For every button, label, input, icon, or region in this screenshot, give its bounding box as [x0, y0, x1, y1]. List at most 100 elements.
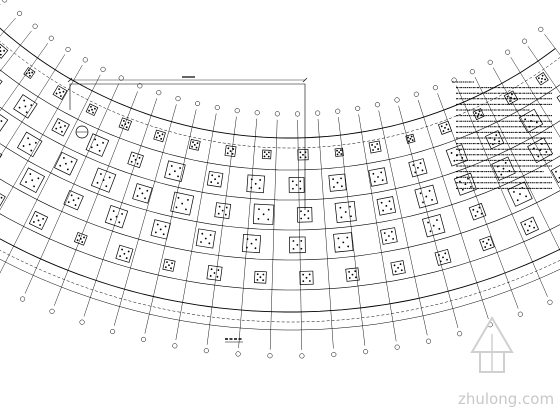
- pile-cap: [453, 172, 477, 196]
- pile-dot: [123, 120, 125, 122]
- pile-cap-outline: [299, 270, 314, 285]
- grid-axis-bubble: [79, 319, 85, 325]
- pile-cap: [535, 72, 549, 86]
- pile-dot: [125, 257, 128, 259]
- grid-axis-line: [175, 113, 217, 340]
- grid-axis-bubble: [274, 111, 280, 117]
- top-dimension-frame: [69, 83, 306, 210]
- pile-dot: [0, 196, 3, 199]
- pile-dot: [123, 252, 126, 255]
- pile-dot: [37, 177, 40, 180]
- grid-axis-bubble: [457, 331, 463, 337]
- pile-dot: [100, 173, 102, 175]
- pile-dot: [155, 136, 158, 139]
- pile-dot: [214, 178, 217, 181]
- pile-dot: [541, 74, 544, 77]
- pile-dot: [3, 49, 6, 52]
- pile-cap: [380, 227, 398, 245]
- pile-dot: [342, 241, 345, 244]
- pile-cap: [299, 270, 314, 285]
- pile-dot: [427, 221, 429, 224]
- pile-dot: [94, 138, 97, 141]
- pile-cap-outline: [254, 270, 267, 284]
- pile-cap-outline: [170, 191, 195, 216]
- pile-cap-outline: [485, 130, 505, 150]
- pile-dot: [438, 228, 441, 230]
- pile-dot: [217, 182, 219, 185]
- pile-dot: [171, 262, 173, 265]
- pile-dot: [300, 247, 303, 250]
- pile-dot: [354, 276, 357, 279]
- pile-dot: [141, 192, 144, 195]
- pile-dot: [392, 237, 394, 240]
- pile-dot: [25, 72, 28, 75]
- grid-axis-bubble: [254, 110, 260, 116]
- grid-axis-bubble: [49, 308, 55, 314]
- pile-dot: [333, 186, 335, 188]
- pile-dot: [208, 242, 211, 245]
- pile-dot: [78, 234, 81, 237]
- pile-dot: [0, 53, 2, 56]
- grid-axis-bubble: [363, 349, 369, 355]
- pile-dot: [414, 171, 417, 174]
- pile-dot: [211, 174, 214, 177]
- pile-dot: [292, 187, 294, 190]
- pile-dot: [340, 177, 342, 180]
- pile-dot: [112, 210, 115, 212]
- pile-dot: [267, 218, 270, 221]
- pile-dot: [257, 218, 260, 220]
- pile-dot: [472, 208, 475, 211]
- grid-axis-bubble: [234, 108, 240, 114]
- pile-dot: [498, 140, 501, 143]
- pile-dot: [259, 179, 262, 181]
- pile-cap-outline: [73, 231, 88, 246]
- pile-cap: [206, 264, 223, 282]
- pile-dot: [65, 162, 67, 165]
- pile-dot: [344, 211, 347, 213]
- pile-dot: [0, 50, 2, 52]
- pile-dot: [108, 176, 111, 179]
- pile-dot: [541, 77, 543, 80]
- pile-dot: [504, 161, 507, 164]
- grid-axis-bubble: [432, 85, 438, 91]
- grid-axis-line: [0, 30, 32, 72]
- pile-cap: [445, 144, 469, 167]
- grid-axis-line: [358, 114, 397, 342]
- pile-dot: [109, 218, 112, 221]
- pile-dot: [307, 210, 310, 212]
- pile-dot: [160, 137, 163, 140]
- pile-dot: [354, 270, 357, 273]
- pile-dot: [159, 228, 162, 231]
- pile-dot: [262, 279, 265, 282]
- grid-axis-bubble: [267, 353, 273, 359]
- pile-dot: [105, 185, 108, 188]
- pile-dot: [347, 245, 350, 248]
- pile-dot: [487, 238, 490, 241]
- pile-cap-outline: [206, 264, 223, 282]
- pile-dot: [90, 146, 93, 149]
- pile-dot: [516, 199, 519, 202]
- pile-dot: [493, 138, 496, 141]
- watermark-site-text: zhulong.com: [458, 390, 554, 408]
- pile-cap: [85, 133, 110, 157]
- pile-cap-outline: [520, 216, 540, 236]
- pile-dot: [60, 95, 62, 97]
- grid-axis-bubble: [175, 96, 181, 102]
- pile-cap-outline: [408, 158, 428, 178]
- pile-dot: [432, 224, 435, 227]
- pile-dot: [336, 181, 339, 184]
- pile-dot: [302, 273, 305, 276]
- pile-dot: [98, 149, 101, 152]
- pile-cap-outline: [54, 151, 78, 176]
- pile-dot: [121, 124, 124, 127]
- grid-axis-bubble: [140, 336, 147, 342]
- pile-cap: [376, 196, 397, 216]
- pile-dot: [119, 255, 122, 258]
- pile-dot: [37, 219, 40, 222]
- grid-axis-line: [144, 109, 197, 334]
- pile-cap-outline: [104, 205, 129, 229]
- pile-dot: [407, 136, 409, 139]
- zhulong-watermark: zhulong.com: [458, 316, 554, 408]
- pile-cap-outline: [132, 183, 153, 204]
